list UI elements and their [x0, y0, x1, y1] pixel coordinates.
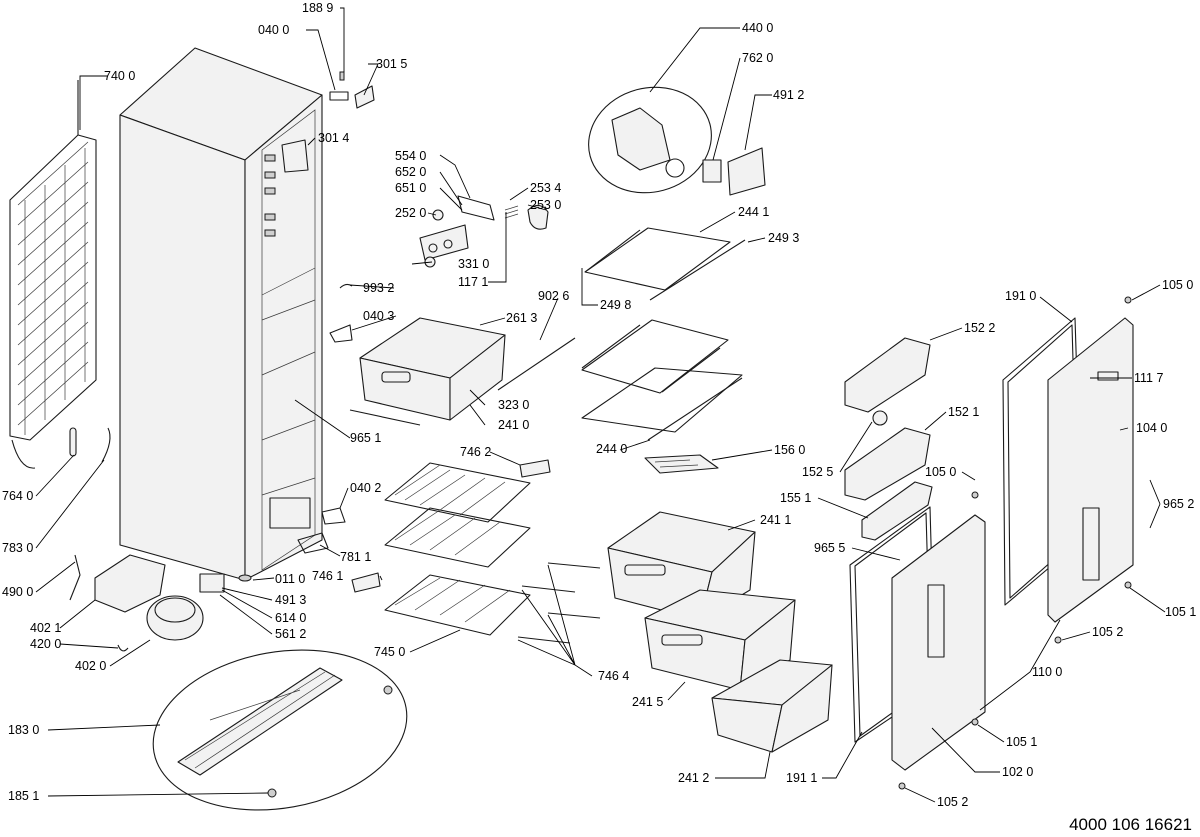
callout-117-1: 117 1: [458, 275, 488, 289]
callout-440-0: 440 0: [742, 21, 773, 35]
callout-614-0: 614 0: [275, 611, 306, 625]
callout-152-2: 152 2: [964, 321, 995, 335]
compressor-part: [69, 554, 225, 652]
condenser-part: [9, 80, 97, 469]
callout-156-0: 156 0: [774, 443, 805, 457]
callout-105-1-bottom: 105 1: [1006, 735, 1037, 749]
callout-323-0: 323 0: [498, 398, 529, 412]
control-group-part: [419, 195, 549, 268]
callout-491-3: 491 3: [275, 593, 306, 607]
callout-111-7: 111 7: [1134, 371, 1163, 385]
callout-561-2: 561 2: [275, 627, 306, 641]
callout-490-0: 490 0: [2, 585, 33, 599]
base-frame-part: [152, 649, 408, 811]
callout-110-0: 110 0: [1032, 665, 1062, 679]
callout-249-3: 249 3: [768, 231, 799, 245]
leader-lines: [35, 7, 1166, 803]
callout-241-1: 241 1: [760, 513, 791, 527]
callout-155-1: 155 1: [780, 491, 811, 505]
callout-965-1: 965 1: [350, 431, 381, 445]
callout-105-0-mid: 105 0: [925, 465, 956, 479]
callout-105-2-mid: 105 2: [1092, 625, 1123, 639]
callout-253-0: 253 0: [530, 198, 561, 212]
callout-491-2: 491 2: [773, 88, 804, 102]
callout-746-4: 746 4: [598, 669, 629, 683]
document-number: 4000 106 16621: [1069, 815, 1192, 834]
callout-253-4: 253 4: [530, 181, 561, 195]
callout-652-0: 652 0: [395, 165, 426, 179]
callout-241-2: 241 2: [678, 771, 709, 785]
callout-331-0: 331 0: [458, 257, 489, 271]
callout-402-0: 402 0: [75, 659, 106, 673]
fan-assembly-part: [588, 86, 766, 196]
callout-301-4: 301 4: [318, 131, 349, 145]
callout-040-0: 040 0: [258, 23, 289, 37]
cabinet-part: [119, 47, 323, 582]
callout-105-0-top: 105 0: [1162, 278, 1193, 292]
callout-191-0: 191 0: [1005, 289, 1036, 303]
callout-261-3: 261 3: [506, 311, 537, 325]
callout-241-5: 241 5: [632, 695, 663, 709]
callout-965-5: 965 5: [814, 541, 845, 555]
callout-152-1: 152 1: [948, 405, 979, 419]
callout-244-0: 244 0: [596, 442, 627, 456]
callout-965-2: 965 2: [1163, 497, 1194, 511]
crisper-drawer-part: [349, 317, 506, 426]
callout-554-0: 554 0: [395, 149, 426, 163]
callout-993-2: 993 2: [363, 281, 394, 295]
callout-783-0: 783 0: [2, 541, 33, 555]
doors-part: [891, 296, 1134, 790]
callout-746-2: 746 2: [460, 445, 491, 459]
callout-241-0: 241 0: [498, 418, 529, 432]
callout-152-5: 152 5: [802, 465, 833, 479]
callout-762-0: 762 0: [742, 51, 773, 65]
callout-740-0: 740 0: [104, 69, 135, 83]
tubes-part: [69, 427, 111, 463]
callout-105-1-right: 105 1: [1165, 605, 1196, 619]
callout-420-0: 420 0: [30, 637, 61, 651]
callout-191-1: 191 1: [786, 771, 817, 785]
callout-252-0: 252 0: [395, 206, 426, 220]
callout-011-0: 011 0: [275, 572, 305, 586]
callout-301-5: 301 5: [376, 57, 407, 71]
callout-104-0: 104 0: [1136, 421, 1167, 435]
callout-244-1: 244 1: [738, 205, 769, 219]
callout-labels: 188 9 040 0 301 5 740 0 301 4 554 0 652 …: [2, 1, 1196, 809]
callout-902-6: 902 6: [538, 289, 569, 303]
door-shelves-part: [844, 337, 933, 541]
callout-249-8: 249 8: [600, 298, 631, 312]
callout-402-1: 402 1: [30, 621, 61, 635]
wire-racks-part: [351, 459, 601, 644]
callout-651-0: 651 0: [395, 181, 426, 195]
callout-188-9: 188 9: [302, 1, 333, 15]
callout-781-1: 781 1: [340, 550, 371, 564]
egg-tray-part: [644, 454, 719, 474]
callout-040-2: 040 2: [350, 481, 381, 495]
freezer-drawers-part: [607, 511, 833, 753]
callout-105-2-bottom: 105 2: [937, 795, 968, 809]
callout-183-0: 183 0: [8, 723, 39, 737]
glass-shelves-part: [497, 227, 746, 441]
callout-746-1: 746 1: [312, 569, 343, 583]
callout-040-3: 040 3: [363, 309, 394, 323]
callout-745-0: 745 0: [374, 645, 405, 659]
callout-102-0: 102 0: [1002, 765, 1033, 779]
callout-764-0: 764 0: [2, 489, 33, 503]
callout-185-1: 185 1: [8, 789, 39, 803]
